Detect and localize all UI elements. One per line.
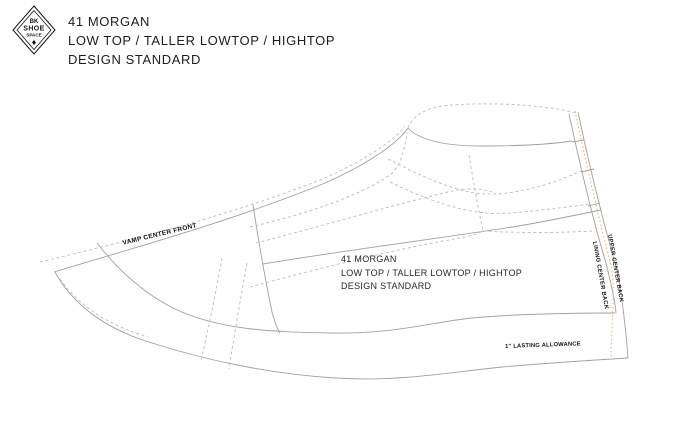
lasting-allowance-bottom-edge [54, 271, 629, 380]
page-header: 41 MORGAN LOW TOP / TALLER LOWTOP / HIGH… [68, 12, 335, 69]
header-title: 41 MORGAN [68, 14, 150, 29]
taller-lowtop-collar-dashed [387, 158, 584, 195]
vamp-ridge-stitch-dashed [39, 125, 406, 263]
caption-standard: DESIGN STANDARD [341, 281, 432, 291]
dashed-stitch-lines [39, 103, 595, 370]
caption-subtitle: LOW TOP / TALLER LOWTOP / HIGHTOP [341, 267, 523, 278]
feather-line [96, 242, 616, 334]
vamp-seam-stitch-dashed-2 [228, 262, 248, 370]
vamp-seam-stitch-dashed-1 [200, 257, 223, 362]
eyestay-sweep-dashed-2 [255, 188, 497, 244]
logo-text-bk: BK [30, 19, 39, 25]
facing-drop-dashed [468, 154, 484, 231]
logo-bottom-mark [32, 40, 36, 45]
lowtop-collar-dashed [389, 181, 591, 215]
logo-inner-diamond [16, 9, 52, 51]
logo-text-space: SPACE [26, 33, 42, 38]
logo-text-shoe: SHOE [23, 26, 44, 33]
back-notch-tick-3 [587, 202, 601, 207]
back-notch-tick-1 [571, 139, 585, 143]
lowtop-topline [262, 209, 602, 265]
hightop-collar-dashed [407, 103, 577, 129]
back-seam-outer [577, 111, 629, 359]
collar-topline-solid [407, 127, 573, 147]
caption-title: 41 MORGAN [341, 254, 397, 264]
solid-outline-lines [53, 111, 629, 380]
back-seam-inner [568, 113, 617, 314]
center-back-fold-line [574, 110, 614, 358]
quarter-vamp-seam [252, 204, 281, 334]
header-subtitle: LOW TOP / TALLER LOWTOP / HIGHTOP [68, 33, 336, 48]
header-standard: DESIGN STANDARD [68, 52, 201, 67]
heel-stitch-dashed [482, 230, 595, 233]
quarter-sweep-dashed [249, 229, 484, 288]
toe-stitch-dashed [59, 278, 149, 338]
vamp-ridge-line [53, 127, 409, 273]
drawing-caption: 41 MORGAN LOW TOP / TALLER LOWTOP / HIGH… [341, 253, 522, 294]
back-notch-tick-2 [580, 168, 595, 173]
logo-outer-diamond [12, 5, 56, 55]
eyestay-sweep-dashed-1 [249, 131, 408, 228]
brand-logo-diamond: BK SHOE SPACE [12, 5, 56, 55]
